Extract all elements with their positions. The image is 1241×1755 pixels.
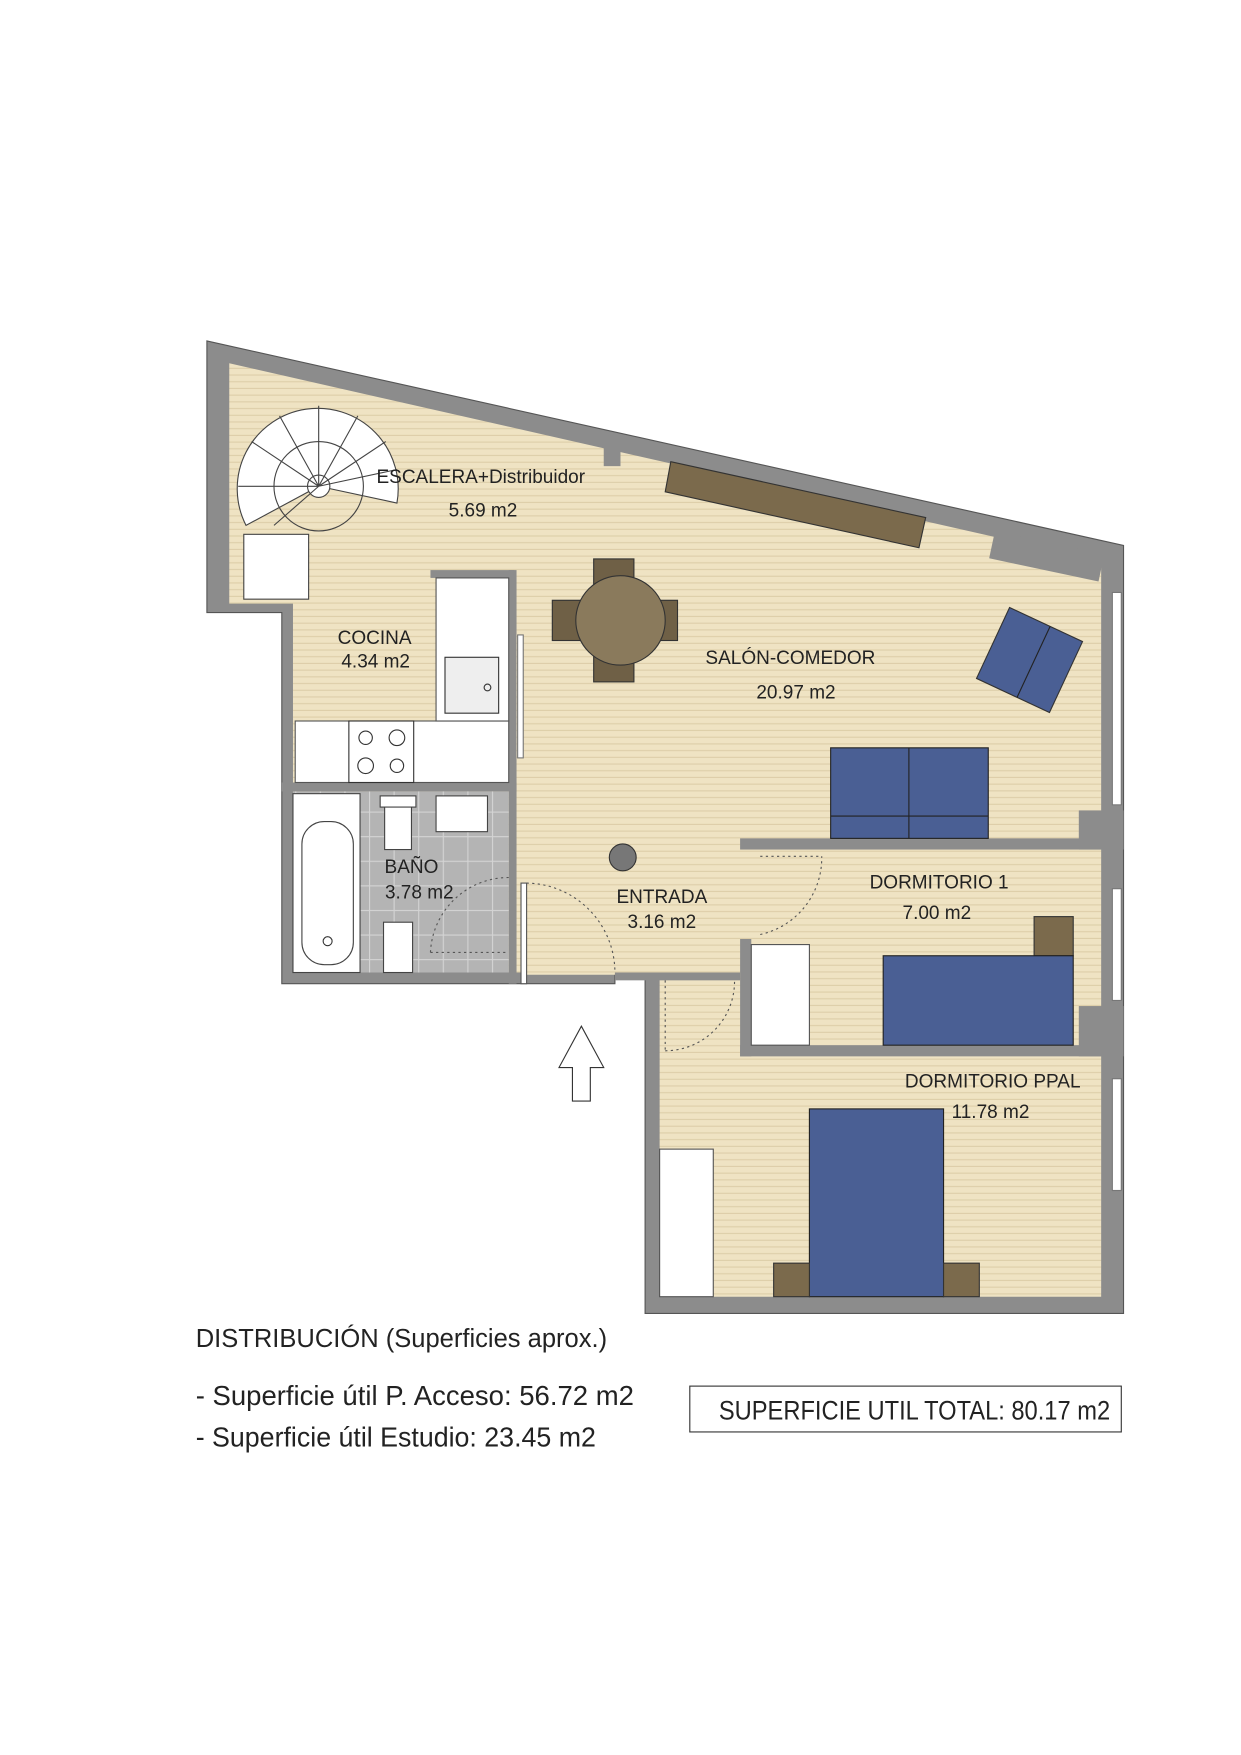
wall xyxy=(430,570,515,578)
room-name-dormitorio1: DORMITORIO 1 xyxy=(870,873,1009,894)
wall-pillar xyxy=(603,441,621,467)
wardrobe xyxy=(750,944,810,1046)
room-area-entrada: 3.16 m2 xyxy=(628,912,697,933)
wardrobe xyxy=(659,1148,714,1298)
washbasin xyxy=(435,795,489,833)
wall xyxy=(740,838,1102,850)
windows xyxy=(1111,591,1122,1192)
door-swing xyxy=(429,876,509,953)
bed-single xyxy=(882,955,1074,1046)
door-swing xyxy=(664,980,736,1052)
total-area: SUPERFICIE UTIL TOTAL: 80.17 m2 xyxy=(719,1396,1110,1426)
wall xyxy=(740,1045,1102,1057)
sofa xyxy=(830,747,989,839)
wall xyxy=(508,570,517,984)
room-area-bano: 3.78 m2 xyxy=(385,883,454,904)
entrance-arrow-icon xyxy=(558,1024,605,1102)
bidet xyxy=(382,921,414,974)
nightstand xyxy=(1033,916,1074,957)
room-name-salon: SALÓN-COMEDOR xyxy=(705,647,875,669)
summary-line-access: - Superficie útil P. Acceso: 56.72 m2 xyxy=(196,1380,634,1411)
sliding-door xyxy=(517,634,524,759)
door-swing xyxy=(760,855,823,936)
toilet xyxy=(379,795,417,808)
nightstand xyxy=(942,1262,980,1298)
armchair xyxy=(975,606,1084,714)
sideboard xyxy=(664,460,927,549)
room-area-dormitorio1: 7.00 m2 xyxy=(903,903,972,924)
wall-pillar xyxy=(989,530,1105,582)
room-area-dormitorio-ppal: 11.78 m2 xyxy=(952,1102,1030,1123)
summary-title: DISTRIBUCIÓN (Superficies aprox.) xyxy=(196,1324,607,1353)
room-area-escalera: 5.69 m2 xyxy=(449,500,518,521)
cooktop xyxy=(348,720,415,784)
total-box xyxy=(689,1385,1122,1433)
summary-line-studio: - Superficie útil Estudio: 23.45 m2 xyxy=(196,1421,596,1452)
wall xyxy=(281,782,517,792)
bed-double xyxy=(808,1108,945,1298)
room-name-bano: BAÑO xyxy=(385,856,439,878)
room-area-cocina: 4.34 m2 xyxy=(341,651,410,672)
dining-table xyxy=(551,558,679,683)
wall xyxy=(740,938,752,1057)
room-name-escalera: ESCALERA+Distribuidor xyxy=(376,467,585,488)
cabinet xyxy=(243,533,310,600)
entrance-door[interactable] xyxy=(520,882,528,985)
room-name-dormitorio-ppal: DORMITORIO PPAL xyxy=(905,1072,1081,1093)
wall xyxy=(614,972,741,981)
room-area-salon: 20.97 m2 xyxy=(756,683,835,704)
room-name-entrada: ENTRADA xyxy=(616,887,707,908)
nightstand xyxy=(773,1262,810,1298)
spiral-staircase xyxy=(236,405,399,532)
column xyxy=(608,843,637,872)
room-name-cocina: COCINA xyxy=(338,628,412,649)
